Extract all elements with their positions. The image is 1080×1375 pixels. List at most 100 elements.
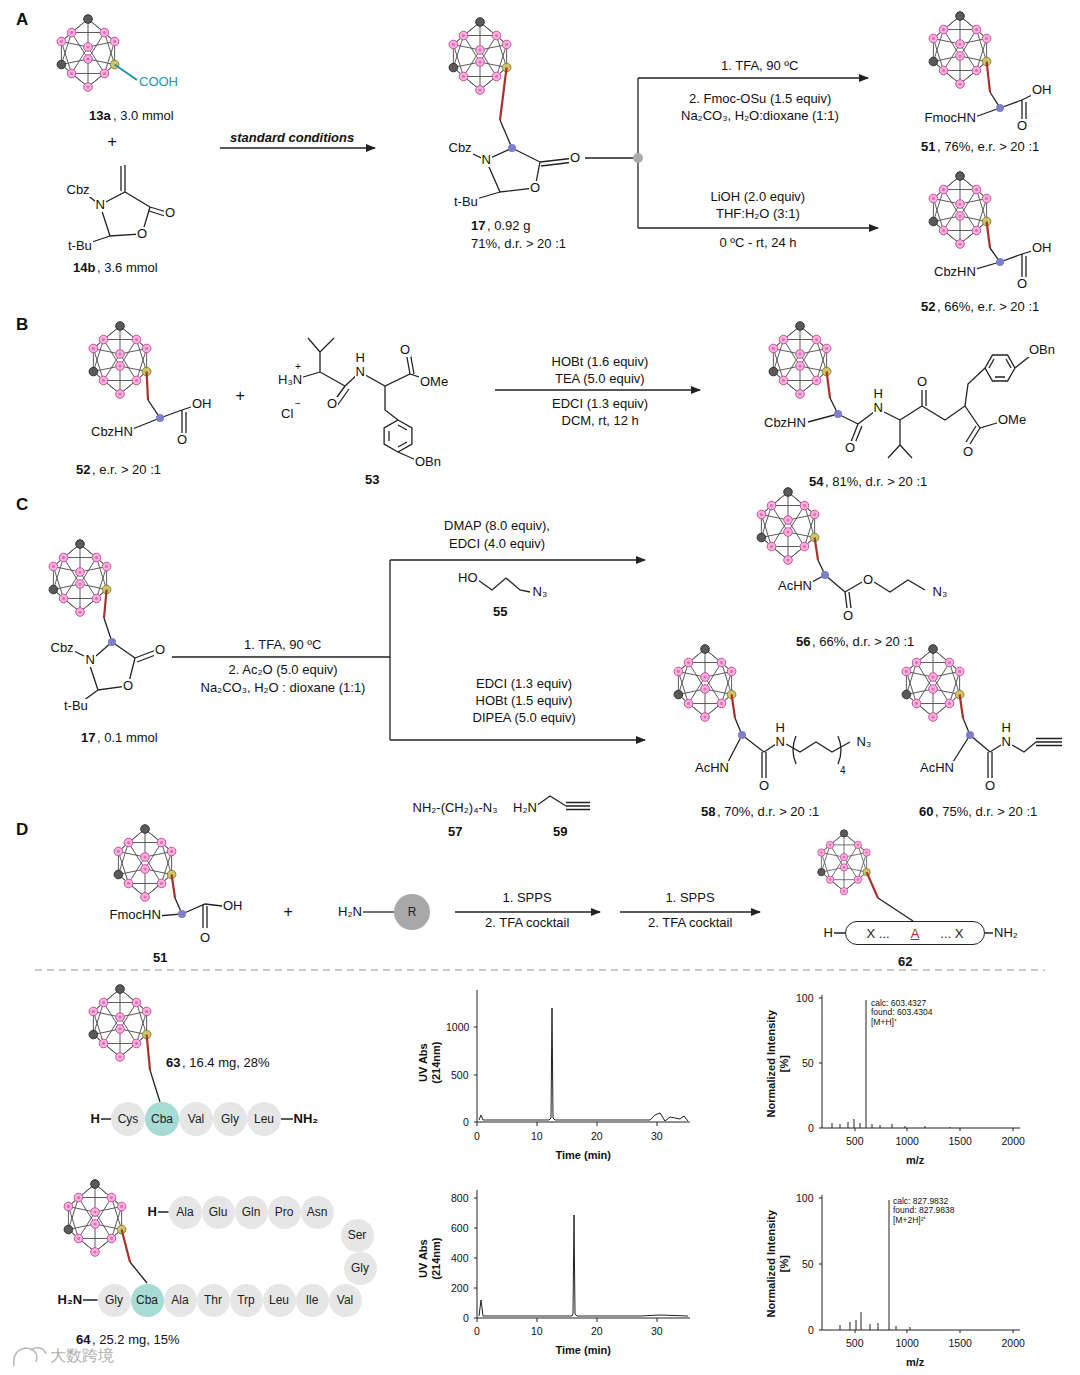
axis-label: 20 (590, 1325, 604, 1337)
chem-label: NH₂ (993, 926, 1019, 941)
cage-atom (812, 335, 821, 344)
cage-atom-dot (825, 347, 828, 350)
axis-label: 30 (650, 1325, 664, 1337)
carborane-cage (114, 825, 176, 902)
residue-circle: Gly (344, 1252, 377, 1285)
drawing-part (638, 77, 868, 78)
cage-edge (104, 339, 137, 340)
node-text: R (408, 905, 417, 919)
chem-label: O (122, 679, 134, 694)
cage-atom-dot (495, 75, 498, 78)
cage-atom (67, 28, 76, 37)
cage-atom (91, 1220, 100, 1229)
cage-edge (453, 68, 480, 90)
chem-label: LiOH (2.0 equiv) (710, 190, 807, 205)
chem-label: , 0.1 mmol (96, 731, 159, 746)
cage-atom-dot (78, 610, 81, 613)
cage-atom-dot (798, 364, 801, 367)
chem-label: OH (191, 397, 213, 412)
cage-edge (120, 989, 147, 1011)
cage-edge (61, 65, 88, 87)
chem-label: O (529, 181, 541, 196)
cage-atom-dot (117, 850, 120, 853)
cage-edge (800, 372, 827, 394)
chem-label: [M+2H]²⁺ (892, 1216, 927, 1225)
axis-label: Time (min) (555, 1344, 612, 1357)
residue-circle: Cba (145, 1102, 179, 1136)
node-text: Cba (151, 1112, 173, 1126)
cage-atom-dot (829, 878, 832, 881)
cage-edge (784, 380, 817, 381)
cage-edge (145, 829, 172, 851)
cage-atom-dot (495, 34, 498, 37)
cage-edge (933, 62, 960, 84)
cage-edge (960, 16, 987, 38)
cage-atom (854, 876, 861, 883)
cage-atom (92, 553, 101, 562)
cage-atom (972, 66, 981, 75)
cage-atom (863, 849, 870, 856)
drawing-part (832, 1000, 950, 1128)
cage-atom-dot (160, 841, 163, 844)
axis-label: 0 (807, 1324, 815, 1336)
cage-atom-dot (829, 844, 832, 847)
cage-atom-dot (730, 670, 733, 673)
cage-atom-dot (770, 504, 773, 507)
cage-atom (784, 528, 793, 537)
cage-atom-dot (86, 57, 89, 60)
cage-atom-dot (803, 545, 806, 548)
cage-atom-dot (857, 878, 860, 881)
chem-label: Cbz (448, 141, 473, 156)
cage-atom (116, 1053, 125, 1062)
compound-number: NH₂ (293, 1112, 320, 1127)
carborane-cage (674, 645, 736, 722)
cage-atom (956, 172, 965, 181)
cage-atom-dot (92, 347, 95, 350)
cage-atom-dot (67, 1205, 70, 1208)
cage-atom-dot (942, 188, 945, 191)
drawing-part (474, 990, 690, 1126)
cage-atom-dot (932, 197, 935, 200)
cage-atom-dot (478, 88, 481, 91)
cage-edge (960, 176, 987, 198)
cage-atom (142, 344, 151, 353)
cage-atom-dot (170, 850, 173, 853)
cage-atom (59, 553, 68, 562)
cage-edge (844, 872, 867, 891)
chem-label: O (199, 931, 211, 946)
cage-atom (769, 344, 778, 353)
chem-label: O (916, 375, 928, 390)
cage-edge (772, 546, 805, 547)
node-text: Trp (237, 1293, 255, 1307)
panel-letter: B (15, 315, 29, 335)
cage-atom-dot (958, 242, 961, 245)
cage-atom (840, 864, 847, 871)
cage-atom (59, 594, 68, 603)
axis-label: 100 (795, 992, 815, 1004)
compound-number: 51 (152, 951, 168, 966)
cage-edge (129, 842, 162, 843)
cage-edge (788, 538, 815, 560)
residue-circle: Pro (268, 1196, 301, 1229)
axis-label: 600 (450, 1222, 470, 1234)
chem-label: O (154, 643, 166, 658)
cage-edge (933, 649, 960, 671)
cage-atom (142, 1007, 151, 1016)
drawing-part (732, 695, 735, 719)
drawing-part (478, 578, 530, 592)
axis-label: 30 (650, 1130, 664, 1142)
axis-label: 2000 (1001, 1135, 1026, 1147)
chem-label: O (176, 433, 188, 448)
cage-atom-dot (160, 882, 163, 885)
cage-atom (116, 390, 125, 399)
cage-atom (796, 362, 805, 371)
chem-label: + (107, 133, 118, 151)
cage-atom-dot (102, 379, 105, 382)
cage-atom (76, 580, 85, 589)
cage-atom-dot (677, 670, 680, 673)
residue-circle: Gly (98, 1284, 131, 1317)
cage-edge (145, 875, 172, 897)
axis-label: 400 (450, 1252, 470, 1264)
cage-atom (99, 376, 108, 385)
